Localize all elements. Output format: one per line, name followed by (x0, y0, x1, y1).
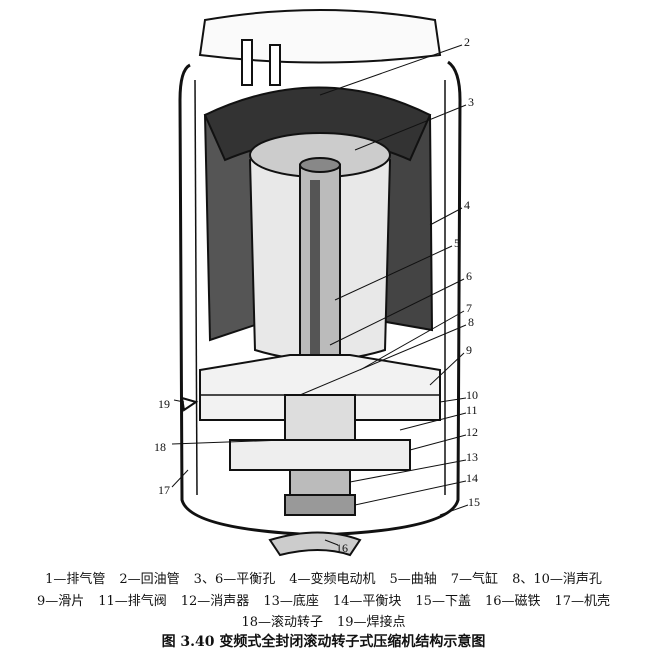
label-7: 7 (466, 301, 472, 315)
shell-inner (194, 79, 198, 496)
legend-item: 16—磁铁 (484, 594, 541, 609)
label-16: 16 (336, 541, 348, 555)
label-10: 10 (466, 388, 478, 402)
legend-item: 4—变频电动机 (289, 572, 376, 587)
label-17: 17 (158, 483, 170, 497)
discharge-pipe (241, 39, 253, 86)
legend-item: 18—滚动转子 (241, 615, 323, 630)
legend-item: 9—滑片 (36, 594, 85, 609)
legend-item: 19—焊接点 (337, 615, 406, 630)
label-3: 3 (468, 95, 474, 109)
label-18: 18 (154, 440, 166, 454)
legend-item: 7—气缸 (450, 572, 499, 587)
muffler (229, 439, 411, 471)
legend-line-3: 18—滚动转子 19—焊接点 (0, 611, 647, 630)
legend-item: 11—排气阀 (98, 594, 167, 609)
legend-item: 17—机壳 (554, 594, 611, 609)
legend-item: 8、10—消声孔 (512, 572, 602, 587)
label-9: 9 (466, 343, 472, 357)
label-6: 6 (466, 269, 472, 283)
balance-block (284, 494, 356, 516)
label-2: 2 (464, 35, 470, 49)
weld-point (180, 396, 199, 412)
label-8: 8 (468, 315, 474, 329)
legend-line-2: 9—滑片 11—排气阀 12—消声器 13—底座 14—平衡块 15—下盖 16—磁铁 17—… (0, 590, 647, 609)
label-19: 19 (158, 397, 170, 411)
base (289, 469, 351, 496)
figure-title: 图 3.40 变频式全封闭滚动转子式压缩机结构示意图 (161, 634, 486, 650)
top-cap (198, 9, 442, 64)
label-12: 12 (466, 425, 478, 439)
legend-item: 14—平衡块 (332, 594, 402, 609)
legend-item: 12—消声器 (180, 594, 250, 609)
label-14: 14 (466, 471, 478, 485)
leader-lines (171, 44, 469, 546)
legend-item: 15—下盖 (415, 594, 471, 609)
label-11: 11 (466, 403, 478, 417)
legend-item: 1—排气管 (45, 572, 106, 587)
label-13: 13 (466, 450, 478, 464)
legend-item: 5—曲轴 (389, 572, 437, 587)
compressor-diagram: 2 3 4 5 6 7 8 9 10 11 12 13 14 15 16 17 … (154, 9, 480, 557)
legend-item: 13—底座 (263, 594, 319, 609)
legend-item: 2—回油管 (119, 572, 180, 587)
label-4: 4 (464, 198, 470, 212)
label-5: 5 (454, 236, 460, 250)
legend-item: 3、6—平衡孔 (193, 572, 276, 587)
cylinder (199, 354, 441, 421)
magnet (268, 531, 362, 557)
legend-line-1: 1—排气管 2—回油管 3、6—平衡孔 4—变频电动机 5—曲轴 7—气缸 8、10—消声孔 (0, 568, 647, 587)
label-15: 15 (468, 495, 480, 509)
